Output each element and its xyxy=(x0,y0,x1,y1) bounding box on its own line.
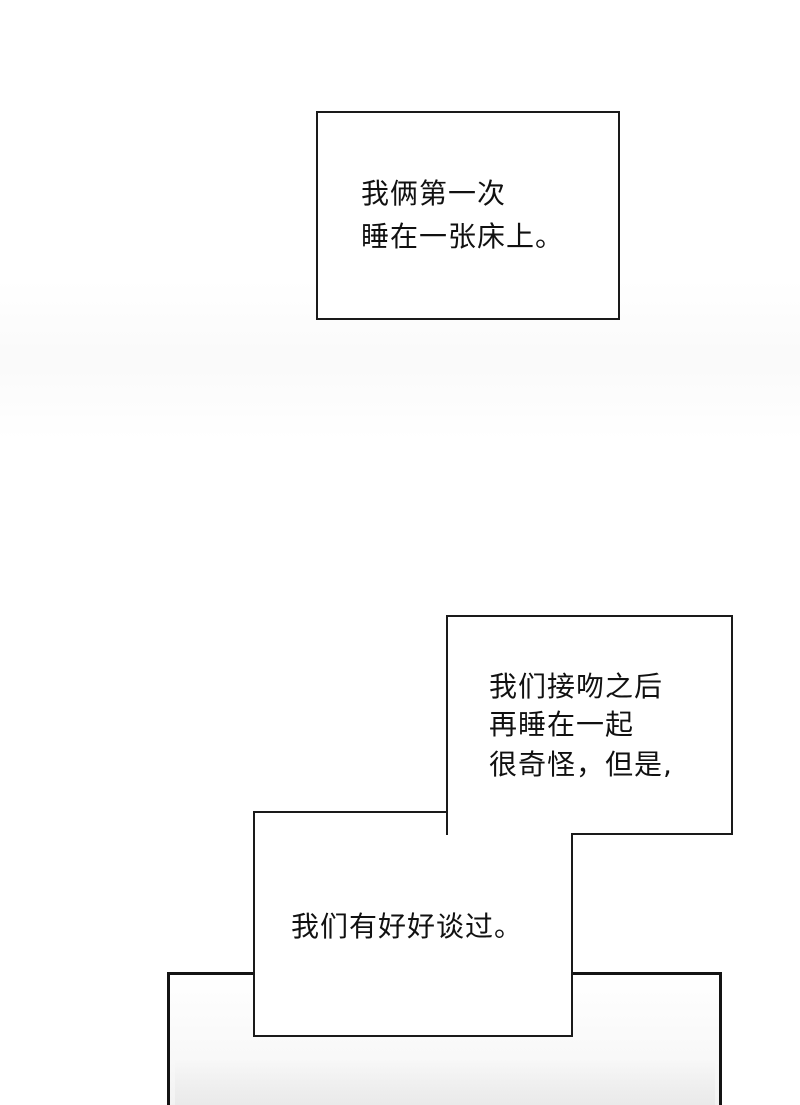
caption-box-seam-edge xyxy=(571,833,573,837)
caption-third-line-1: 我们有好好谈过。 xyxy=(291,910,524,943)
caption-second-line-3: 很奇怪，但是, xyxy=(489,748,673,781)
caption-box-first xyxy=(316,111,620,320)
caption-first-line-2: 睡在一张床上。 xyxy=(361,220,565,253)
caption-box-second xyxy=(446,615,733,835)
caption-box-seam xyxy=(448,811,571,837)
panel-artwork-shading xyxy=(175,1060,715,1105)
caption-second-line-1: 我们接吻之后 xyxy=(489,670,664,703)
caption-second-line-2: 再睡在一起 xyxy=(489,708,635,741)
caption-first-line-1: 我俩第一次 xyxy=(361,177,507,210)
caption-box-third xyxy=(253,811,573,1037)
